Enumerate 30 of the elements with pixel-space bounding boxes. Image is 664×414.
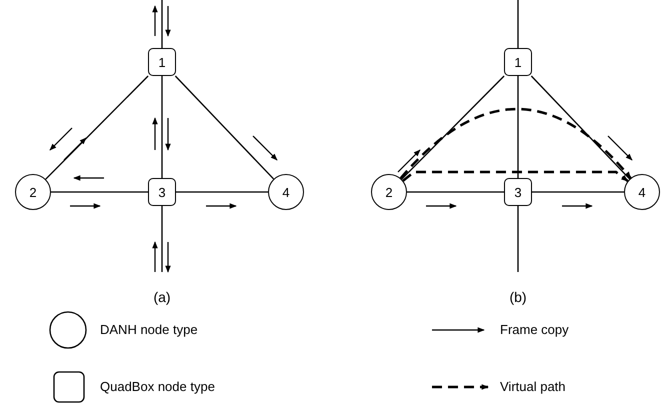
danh-node: 4	[624, 174, 660, 210]
link-line	[530, 76, 630, 180]
link-line	[517, 76, 519, 178]
legend-label: Virtual path	[500, 379, 566, 394]
link-line	[407, 191, 504, 193]
panel-label: (b)	[509, 289, 527, 305]
danh-node: 2	[15, 174, 51, 210]
quadbox-node: 1	[504, 48, 532, 76]
link-line	[161, 206, 163, 272]
quadbox-node: 3	[148, 178, 176, 206]
link-line	[176, 191, 268, 193]
panel-label: (a)	[153, 289, 171, 305]
link-line	[532, 191, 624, 193]
legend-label: QuadBox node type	[100, 379, 215, 394]
link-line	[174, 76, 274, 180]
danh-node: 4	[268, 174, 304, 210]
virtual-path-arrow	[400, 108, 632, 180]
link-line	[51, 191, 148, 193]
danh-node: 2	[371, 174, 407, 210]
link-line	[45, 76, 149, 180]
legend-label: Frame copy	[500, 322, 569, 337]
legend-label: DANH node type	[100, 322, 198, 337]
virtual-path-arrow	[402, 170, 628, 182]
quadbox-node: 3	[504, 178, 532, 206]
link-line	[401, 76, 505, 180]
quadbox-node: 1	[148, 48, 176, 76]
link-line	[161, 0, 163, 48]
link-line	[517, 206, 519, 272]
link-line	[161, 76, 163, 178]
link-line	[517, 0, 519, 48]
